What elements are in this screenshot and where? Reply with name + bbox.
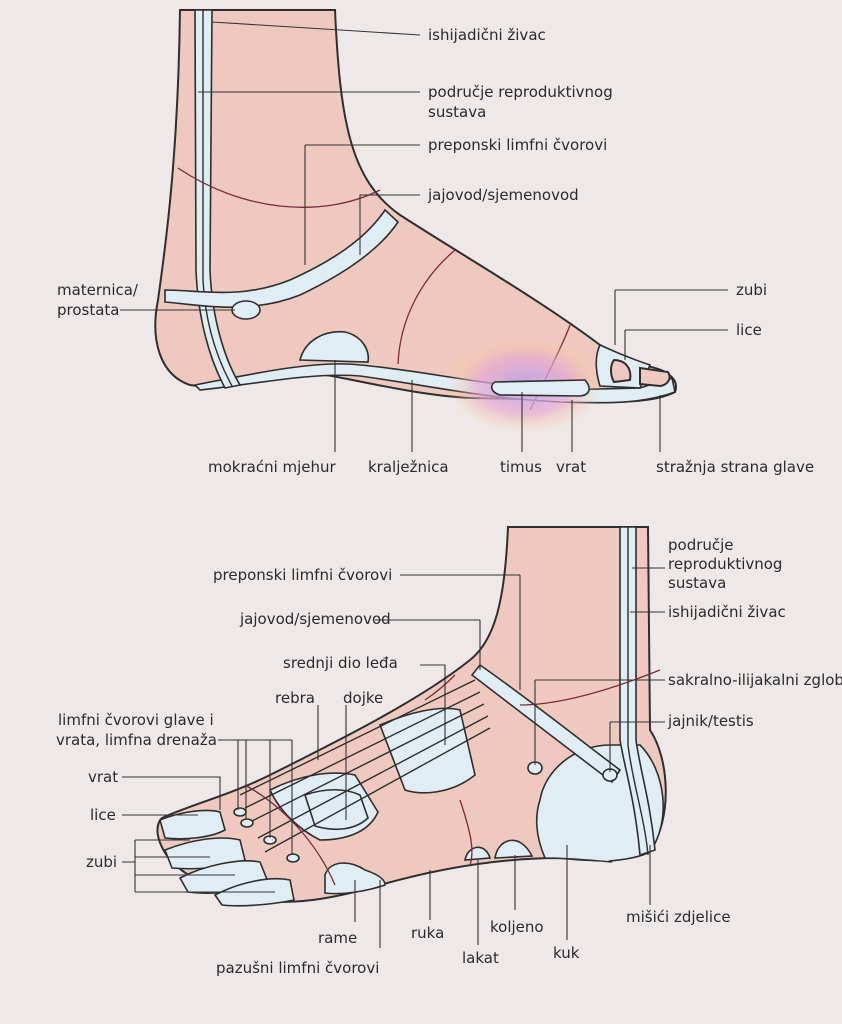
label-misici: mišići zdjelice [626, 908, 731, 926]
label-kuk: kuk [553, 944, 580, 962]
label-ruka: ruka [411, 924, 444, 942]
label-podrucje-2: reproduktivnog [668, 555, 782, 573]
label-timus: timus [500, 458, 542, 476]
label-limfni-1: limfni čvorovi glave i [58, 711, 214, 729]
breast-zone [303, 788, 369, 831]
label-rebra: rebra [275, 689, 315, 707]
label-podrucje-2: sustava [428, 103, 486, 121]
label-podrucje-3: sustava [668, 574, 726, 592]
label-jajnik: jajnik/testis [667, 712, 754, 730]
label-ishijadicni: ishijadični živac [668, 603, 786, 621]
label-limfni-2: vrata, limfna drenaža [56, 731, 217, 749]
label-zubi: zubi [86, 853, 117, 871]
label-lice: lice [90, 806, 116, 824]
label-sakralno: sakralno-ilijakalni zglob [668, 671, 842, 689]
label-mokracni: mokraćni mjehur [208, 458, 337, 476]
label-rame: rame [318, 929, 357, 947]
label-pazusni: pazušni limfni čvorovi [216, 959, 379, 977]
top-foot [154, 9, 677, 433]
bottom-leaders [122, 567, 665, 948]
label-jajovod: jajovod/sjemenovod [239, 610, 391, 628]
bottom-labels: područje reproduktivnog sustava preponsk… [56, 536, 842, 977]
label-vrat: vrat [88, 768, 118, 786]
label-preponski: preponski limfni čvorovi [428, 136, 607, 154]
label-podrucje-1: područje reproduktivnog [428, 83, 613, 101]
label-lice: lice [736, 321, 762, 339]
label-koljeno: koljeno [490, 918, 544, 936]
bottom-reproductive-band [470, 663, 622, 784]
label-kraljeznica: kralježnica [368, 458, 449, 476]
label-vrat: vrat [556, 458, 586, 476]
label-strazanja: stražnja strana glave [656, 458, 814, 476]
label-maternica-1: maternica/ [57, 281, 139, 299]
label-podrucje-1: područje [668, 536, 734, 554]
label-zubi: zubi [736, 281, 767, 299]
top-foot-outline [154, 9, 677, 403]
uterus-zone [231, 300, 261, 320]
label-preponski: preponski limfni čvorovi [213, 566, 392, 584]
top-labels: ishijadični živac područje reproduktivno… [57, 26, 814, 476]
bladder-zone [298, 331, 370, 363]
label-ishijadicni-zivac: ishijadični živac [428, 26, 546, 44]
label-lakat: lakat [462, 949, 499, 967]
label-maternica-2: prostata [57, 301, 120, 319]
label-dojke: dojke [343, 689, 383, 707]
top-leaders [120, 21, 728, 452]
label-jajovod: jajovod/sjemenovod [427, 186, 579, 204]
bottom-sciatic-band [619, 526, 656, 857]
label-srednji: srednji dio leđa [283, 654, 398, 672]
